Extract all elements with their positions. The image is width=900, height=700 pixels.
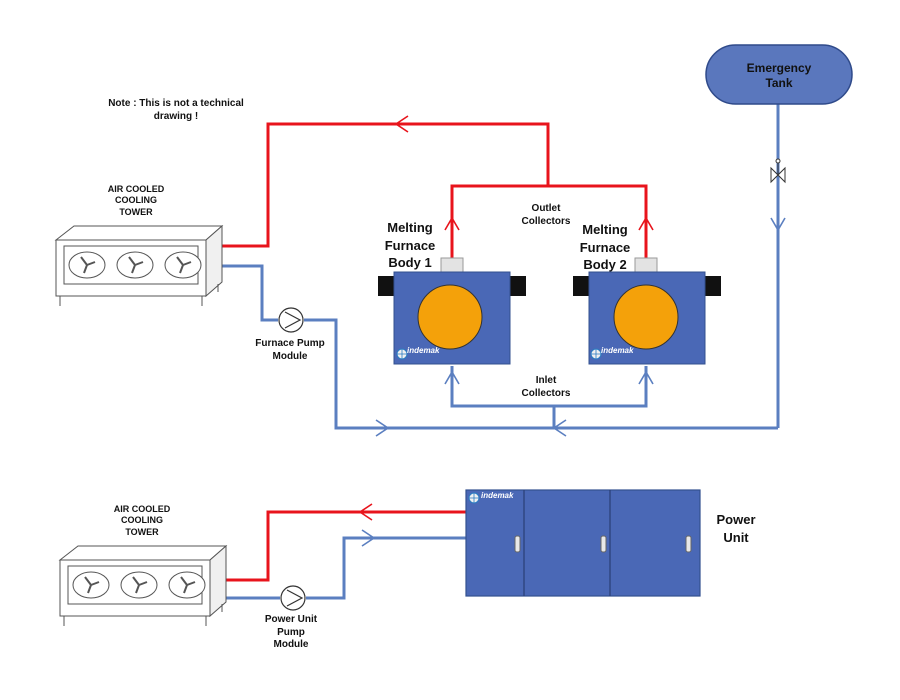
- brand-logo: indemak: [601, 346, 634, 355]
- brand-logo: indemak: [407, 346, 440, 355]
- globe-icon: [590, 348, 602, 360]
- fan-icon: [68, 251, 106, 279]
- power-unit-label: Power Unit: [716, 512, 756, 545]
- emergency-arrow: [770, 217, 786, 232]
- hot-flow-arrow: [394, 115, 409, 133]
- valve-icon[interactable]: [770, 158, 786, 184]
- furnace-2-label: Melting Furnace Body 2: [579, 222, 631, 273]
- fan-icon: [72, 571, 110, 599]
- outlet-collector: [450, 184, 648, 258]
- fan-icon: [116, 251, 154, 279]
- fan-icon: [164, 251, 202, 279]
- power-cold-arrow: [361, 529, 376, 547]
- power-hot-arrow: [358, 503, 373, 521]
- power-unit-cabinet[interactable]: [465, 489, 701, 597]
- tower-bottom-label: AIR COOLED COOLING TOWER: [113, 504, 171, 537]
- cold-flow-arrow-1: [375, 419, 390, 437]
- cold-supply-line-2: [304, 318, 778, 430]
- inlet-collectors-label: Inlet Collectors: [521, 375, 571, 399]
- fan-icon: [120, 571, 158, 599]
- inlet-collector: [450, 366, 648, 408]
- inlet-arrow-1: [444, 370, 460, 385]
- fan-icon: [168, 571, 206, 599]
- brand-logo: indemak: [481, 491, 514, 500]
- outlet-arrow-1: [444, 216, 460, 231]
- power-hot-line: [222, 510, 466, 582]
- furnace-pump-label: Furnace Pump Module: [255, 338, 325, 362]
- tower-top-label: AIR COOLED COOLING TOWER: [107, 184, 165, 217]
- inlet-arrow-2: [638, 370, 654, 385]
- outlet-arrow-2: [638, 216, 654, 231]
- cold-supply-line: [222, 264, 278, 322]
- furnace-1-label: Melting Furnace Body 1: [384, 220, 436, 271]
- globe-icon: [396, 348, 408, 360]
- pump-icon[interactable]: [280, 585, 306, 611]
- outlet-collectors-label: Outlet Collectors: [521, 203, 571, 227]
- emergency-tank-label: Emergency Tank: [746, 61, 812, 90]
- furnace-body-2[interactable]: [573, 257, 721, 365]
- emergency-tank[interactable]: [705, 44, 853, 105]
- power-pump-label: Power Unit Pump Module: [264, 614, 318, 650]
- globe-icon: [468, 492, 480, 504]
- hot-return-line: [222, 122, 550, 248]
- pump-icon[interactable]: [278, 307, 304, 333]
- power-cold-line-2: [306, 536, 466, 600]
- furnace-body-1[interactable]: [378, 257, 526, 365]
- note-text: Note : This is not a technical drawing !: [108, 98, 244, 122]
